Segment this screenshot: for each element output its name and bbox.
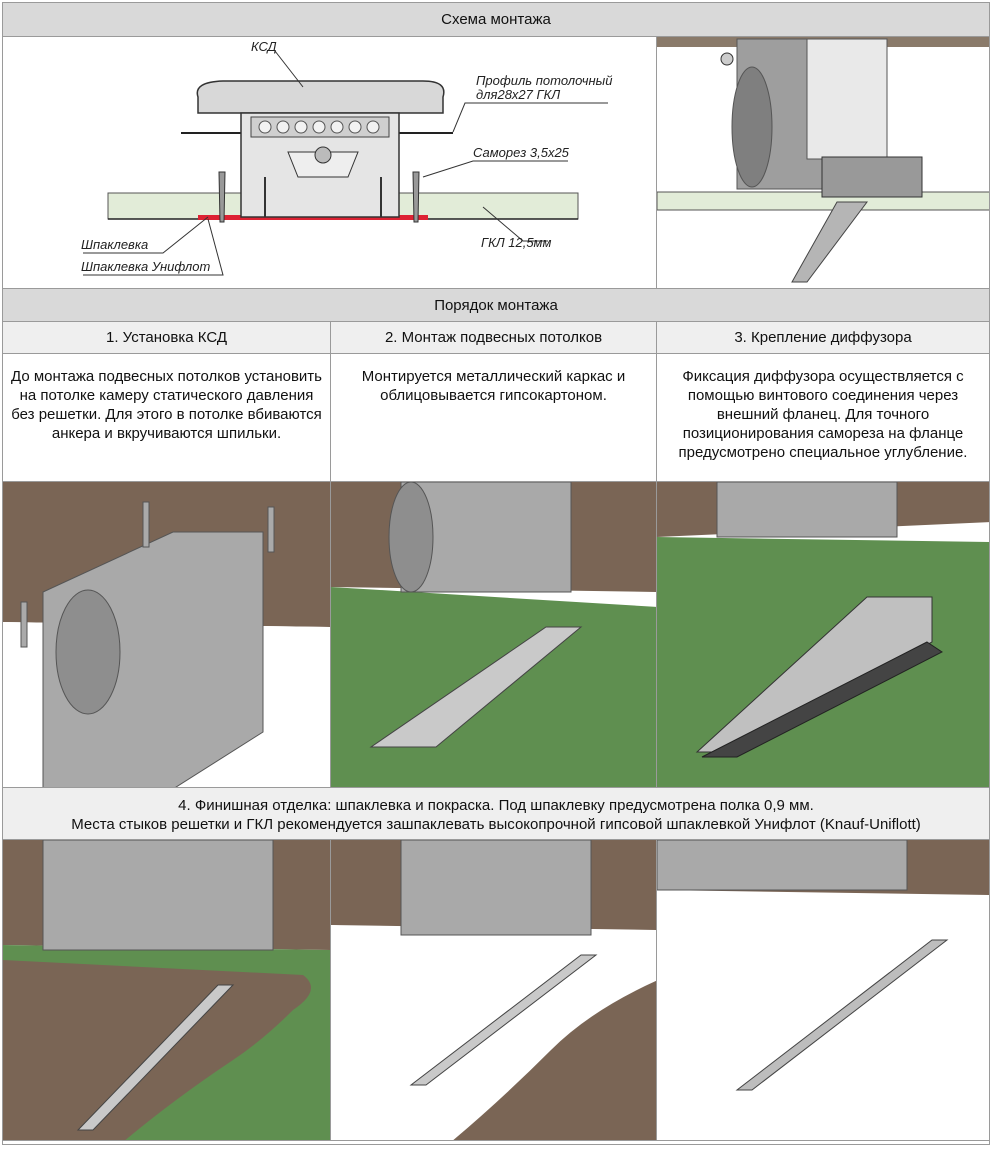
schema-render-svg — [657, 37, 989, 288]
schema-drawing: КСД Профиль потолочный для28х27 ГКЛ Само… — [2, 36, 657, 289]
label-putty: Шпаклевка — [81, 237, 148, 252]
finishing-note: 4. Финишная отделка: шпаклевка и покраск… — [2, 787, 990, 840]
schema-render — [656, 36, 990, 289]
schema-svg: КСД Профиль потолочный для28х27 ГКЛ Само… — [81, 39, 612, 276]
step-1-title: 1. Установка КСД — [106, 329, 227, 346]
label-ksd: КСД — [251, 39, 277, 54]
step-3-text: Фиксация диффузора осуществляется с помо… — [656, 353, 990, 482]
label-profile-2: для28х27 ГКЛ — [476, 87, 560, 102]
label-putty-uniflot: Шпаклевка Унифлот — [81, 259, 210, 274]
schema-title: Схема монтажа — [441, 11, 551, 28]
ksd-body — [196, 80, 445, 114]
step-2-title: 2. Монтаж подвесных потолков — [384, 329, 603, 346]
step-3-image — [656, 481, 990, 788]
step-1-image — [2, 481, 331, 788]
step-3-header: 3. Крепление диффузора — [656, 321, 990, 354]
step-2-text: Монтируется металлический каркас и облиц… — [330, 353, 657, 482]
finishing-line-1: 4. Финишная отделка: шпаклевка и покраск… — [178, 797, 814, 814]
finishing-line-2: Места стыков решетки и ГКЛ рекомендуется… — [71, 816, 921, 833]
label-profile-1: Профиль потолочный — [476, 73, 612, 88]
finish-image-3 — [656, 839, 990, 1141]
finish-image-1 — [2, 839, 331, 1141]
label-screw: Саморез 3,5х25 — [473, 145, 570, 160]
step-1-header: 1. Установка КСД — [2, 321, 331, 354]
screw-left — [218, 171, 226, 223]
step-2-image — [330, 481, 657, 788]
screw-right — [412, 171, 420, 223]
step-2-header: 2. Монтаж подвесных потолков — [330, 321, 657, 354]
order-header: Порядок монтажа — [2, 288, 990, 322]
order-title: Порядок монтажа — [434, 296, 558, 314]
finish-image-2 — [330, 839, 657, 1141]
step-1-text: До монтажа подвесных потолков установить… — [2, 353, 331, 482]
schema-header: Схема монтажа — [2, 2, 990, 37]
label-gkl: ГКЛ 12,5мм — [481, 235, 551, 250]
step-3-title: 3. Крепление диффузора — [734, 329, 912, 346]
